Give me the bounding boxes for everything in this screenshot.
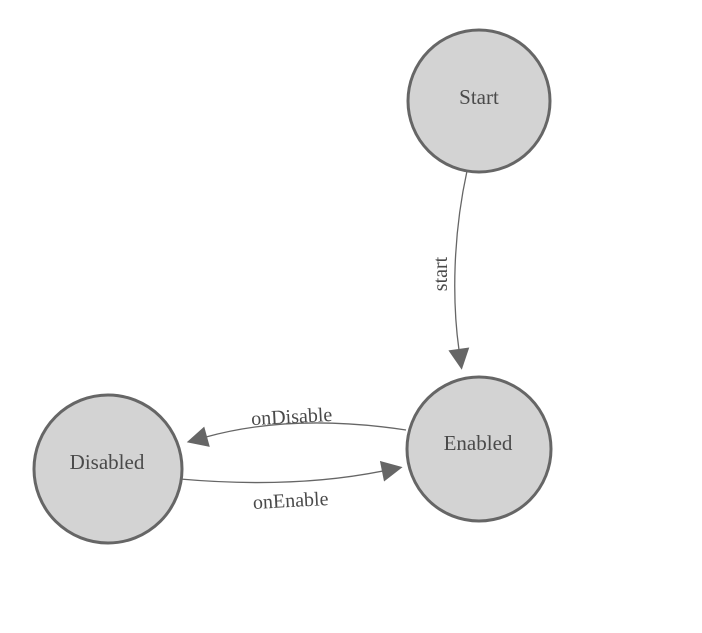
- state-circle-enabled: [405, 375, 553, 523]
- state-label-start: Start: [459, 85, 499, 109]
- transition-edge-disabled-to-enabled: [179, 460, 403, 484]
- edge-label-start: start: [430, 256, 452, 291]
- edge-label-ondisable: onDisable: [251, 404, 333, 430]
- transition-edge-start-to-enabled: [448, 170, 470, 370]
- state-node-enabled: Enabled: [405, 375, 553, 523]
- state-node-disabled: Disabled: [32, 393, 184, 545]
- state-node-start: Start: [406, 28, 552, 174]
- state-label-enabled: Enabled: [444, 431, 513, 455]
- state-circle-start: [406, 28, 552, 174]
- transition-edge-enabled-to-disabled: [186, 422, 407, 447]
- state-label-disabled: Disabled: [70, 450, 145, 474]
- state-circle-disabled: [32, 393, 184, 545]
- edge-label-onenable: onEnable: [252, 488, 329, 514]
